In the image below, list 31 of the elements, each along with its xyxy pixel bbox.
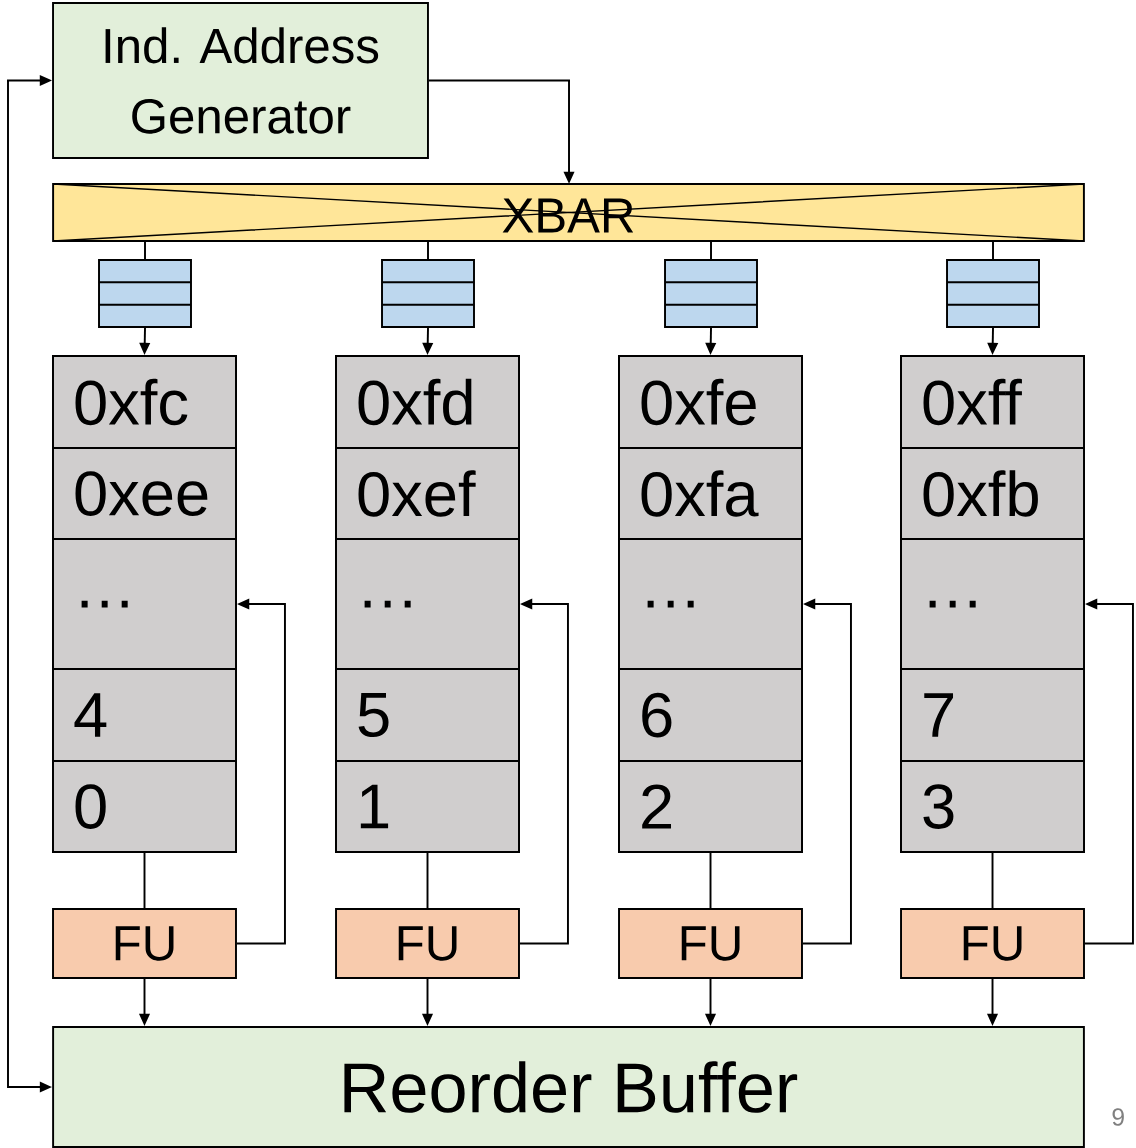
memory-cell: 0xfd: [335, 355, 520, 449]
memory-cell: 4: [52, 668, 237, 762]
memory-cell: 0xfa: [618, 447, 803, 540]
memory-cell: 2: [618, 760, 803, 853]
memory-cell: …: [335, 538, 520, 670]
memory-cell: 0xff: [900, 355, 1085, 449]
buffer-box: Reorder Buffer: [52, 1026, 1085, 1148]
memory-cell: 3: [900, 760, 1085, 853]
memory-cell: 0: [52, 760, 237, 853]
memory-cell: 1: [335, 760, 520, 853]
memory-cell: 6: [618, 668, 803, 762]
functional-unit: FU: [618, 908, 803, 979]
queue-drawing: [664, 259, 758, 328]
memory-cell: 0xef: [335, 447, 520, 540]
memory-cell: 0xfe: [618, 355, 803, 449]
memory-cell: 7: [900, 668, 1085, 762]
memory-cell: …: [618, 538, 803, 670]
memory-cell: …: [52, 538, 237, 670]
memory-cell: 0xee: [52, 447, 237, 540]
functional-unit: FU: [335, 908, 520, 979]
memory-cell: 0xfc: [52, 355, 237, 449]
queue-drawing: [946, 259, 1040, 328]
queue-drawing: [381, 259, 475, 328]
page-number: 9: [1112, 1108, 1124, 1126]
functional-unit: FU: [900, 908, 1085, 979]
generator-box: Ind. Address Generator: [52, 2, 429, 159]
memory-cell: …: [900, 538, 1085, 670]
queue-drawing: [98, 259, 192, 328]
memory-cell: 0xfb: [900, 447, 1085, 540]
memory-cell: 5: [335, 668, 520, 762]
functional-unit: FU: [52, 908, 237, 979]
